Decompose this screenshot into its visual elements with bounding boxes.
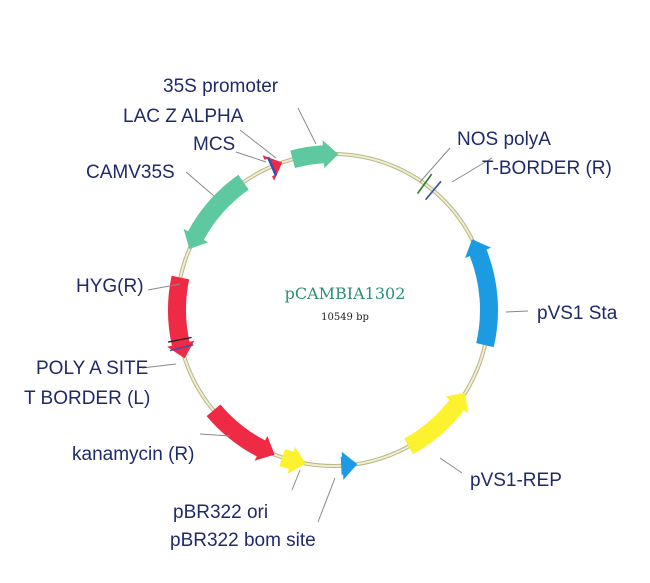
plasmid-size: 10549 bp bbox=[321, 312, 369, 323]
label-kanamycin: kanamycin (R) bbox=[72, 444, 194, 465]
label-camv35s: CAMV35S bbox=[86, 162, 175, 183]
leader-camv bbox=[185, 171, 215, 197]
bom-arrow bbox=[340, 451, 358, 480]
leader-ori bbox=[291, 469, 301, 491]
leader-rep bbox=[439, 457, 463, 474]
mcs-mark bbox=[266, 156, 278, 177]
p35s-arrow bbox=[290, 140, 339, 169]
leader-polya bbox=[141, 363, 177, 369]
leader-tbr bbox=[451, 157, 493, 183]
polya-mark bbox=[167, 336, 192, 343]
leader-35s bbox=[297, 107, 317, 145]
tbr-mark bbox=[424, 180, 442, 201]
label-pbr322-bom: pBR322 bom site bbox=[170, 530, 316, 551]
leader-mcs bbox=[235, 151, 267, 163]
label-lac-z-alpha: LAC Z ALPHA bbox=[123, 106, 244, 127]
leader-kan bbox=[199, 433, 231, 437]
label-t-border-r: T-BORDER (R) bbox=[482, 158, 612, 179]
leader-lines bbox=[141, 107, 529, 523]
leader-sta bbox=[505, 310, 529, 313]
label-hyg: HYG(R) bbox=[76, 276, 144, 297]
leader-hyg bbox=[147, 283, 181, 291]
ori-arrow bbox=[279, 446, 306, 474]
label-mcs: MCS bbox=[193, 134, 235, 155]
label-pvs1-sta: pVS1 Sta bbox=[537, 303, 618, 324]
label-poly-a-site: POLY A SITE bbox=[36, 358, 148, 379]
camv-arrow bbox=[183, 174, 249, 249]
leader-bom bbox=[317, 477, 336, 523]
lacz bbox=[262, 155, 283, 181]
label-t-border-l: T BORDER (L) bbox=[24, 388, 150, 409]
tbl-mark bbox=[169, 344, 194, 352]
leader-nos bbox=[419, 147, 451, 183]
sta-arrow bbox=[465, 239, 499, 348]
kan-arrow bbox=[206, 404, 275, 461]
label-35s-promoter: 35S promoter bbox=[163, 76, 279, 97]
label-nos-polya: NOS polyA bbox=[457, 129, 551, 150]
nos-mark bbox=[416, 173, 433, 194]
plasmid-name: pCAMBIA1302 bbox=[285, 284, 406, 303]
label-pbr322-ori: pBR322 ori bbox=[173, 502, 268, 523]
rep-arrow bbox=[404, 392, 468, 455]
label-pvs1-rep: pVS1-REP bbox=[470, 470, 562, 491]
leader-lacz bbox=[239, 129, 277, 159]
hyg-arrow bbox=[167, 275, 195, 359]
